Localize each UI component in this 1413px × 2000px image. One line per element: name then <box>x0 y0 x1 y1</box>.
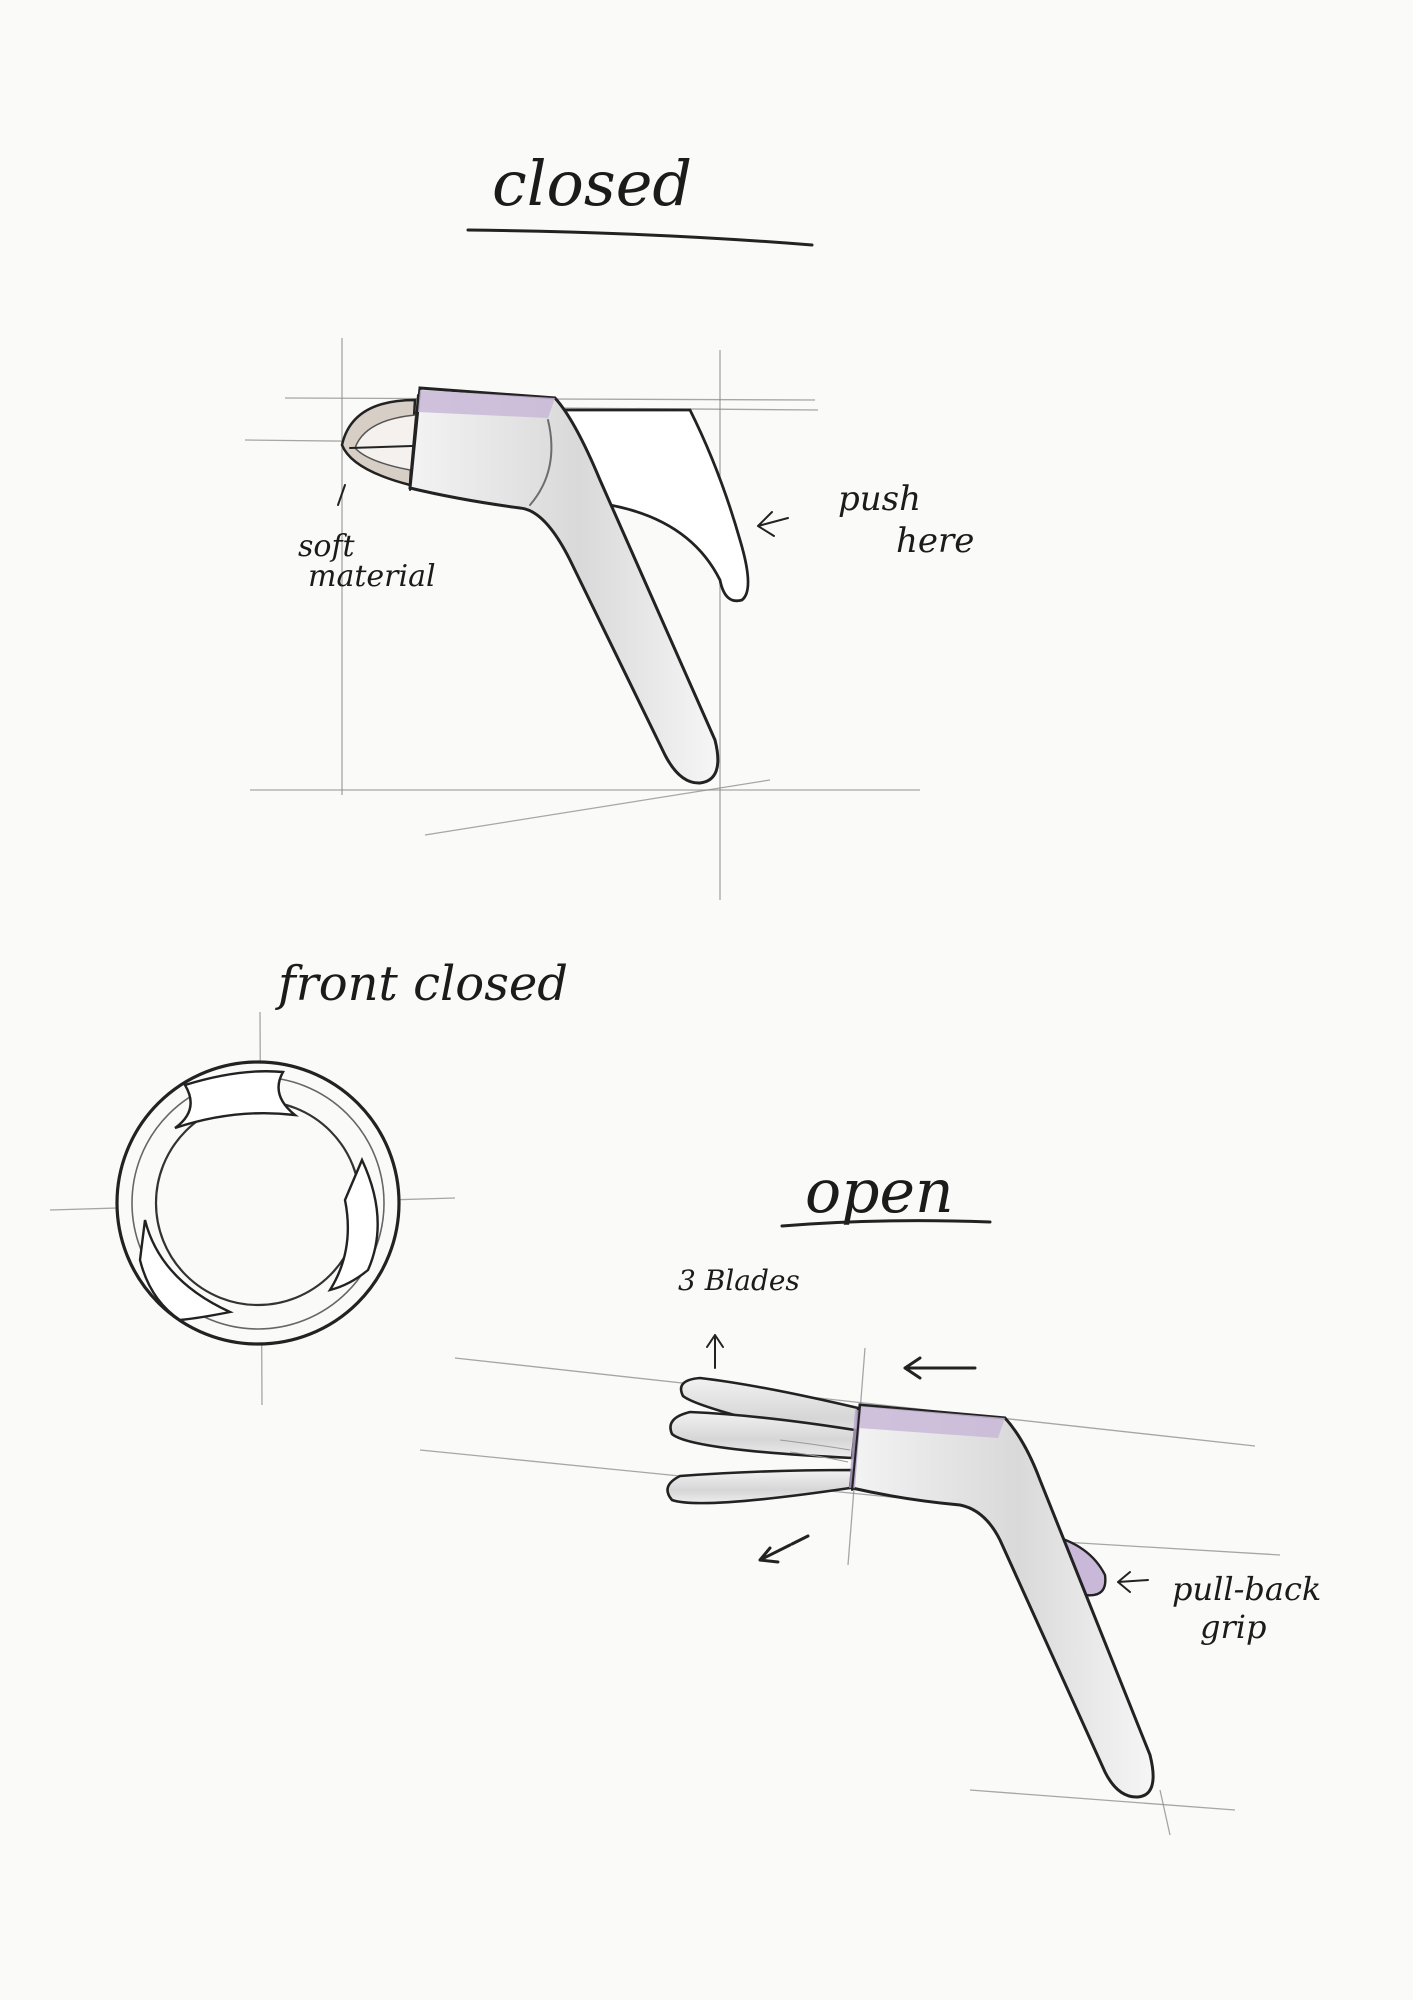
front-closed-view: front closed <box>49 956 568 1406</box>
open-title-underline <box>780 1219 992 1228</box>
blades-arrow <box>706 1334 724 1369</box>
closed-view: closed soft material <box>244 147 974 900</box>
open-blades <box>666 1376 860 1505</box>
pull-back-annotation: pull-back grip <box>1117 1570 1321 1646</box>
push-here-label-1: push <box>838 479 921 519</box>
open-title: open <box>805 1157 954 1227</box>
push-here-label-2: here <box>896 521 974 561</box>
pull-back-label-2: grip <box>1200 1608 1267 1646</box>
soft-material-label-2: material <box>308 559 436 594</box>
front-outer-ring <box>115 1060 401 1346</box>
front-blades <box>138 1070 379 1322</box>
open-construction-lines <box>419 1347 1281 1836</box>
blades-label: 3 Blades <box>678 1264 800 1297</box>
closed-soft-tip <box>340 398 417 487</box>
open-body <box>850 1403 1155 1799</box>
closed-purple-band <box>418 390 555 418</box>
pull-back-label-1: pull-back <box>1172 1570 1321 1608</box>
closed-title-underline <box>466 228 814 247</box>
front-closed-title: front closed <box>275 956 568 1012</box>
soft-material-label-1: soft <box>298 529 356 564</box>
soft-material-annotation: soft material <box>298 484 436 594</box>
closed-body <box>408 386 720 785</box>
open-motion-arrows <box>758 1356 977 1564</box>
push-here-annotation: push here <box>757 479 974 561</box>
open-view: open 3 Blades <box>419 1157 1321 1836</box>
slide-back-arrow-head <box>758 1543 792 1564</box>
open-purple-band <box>858 1406 1005 1438</box>
push-forward-arrow <box>903 1356 977 1380</box>
closed-title: closed <box>492 147 692 220</box>
